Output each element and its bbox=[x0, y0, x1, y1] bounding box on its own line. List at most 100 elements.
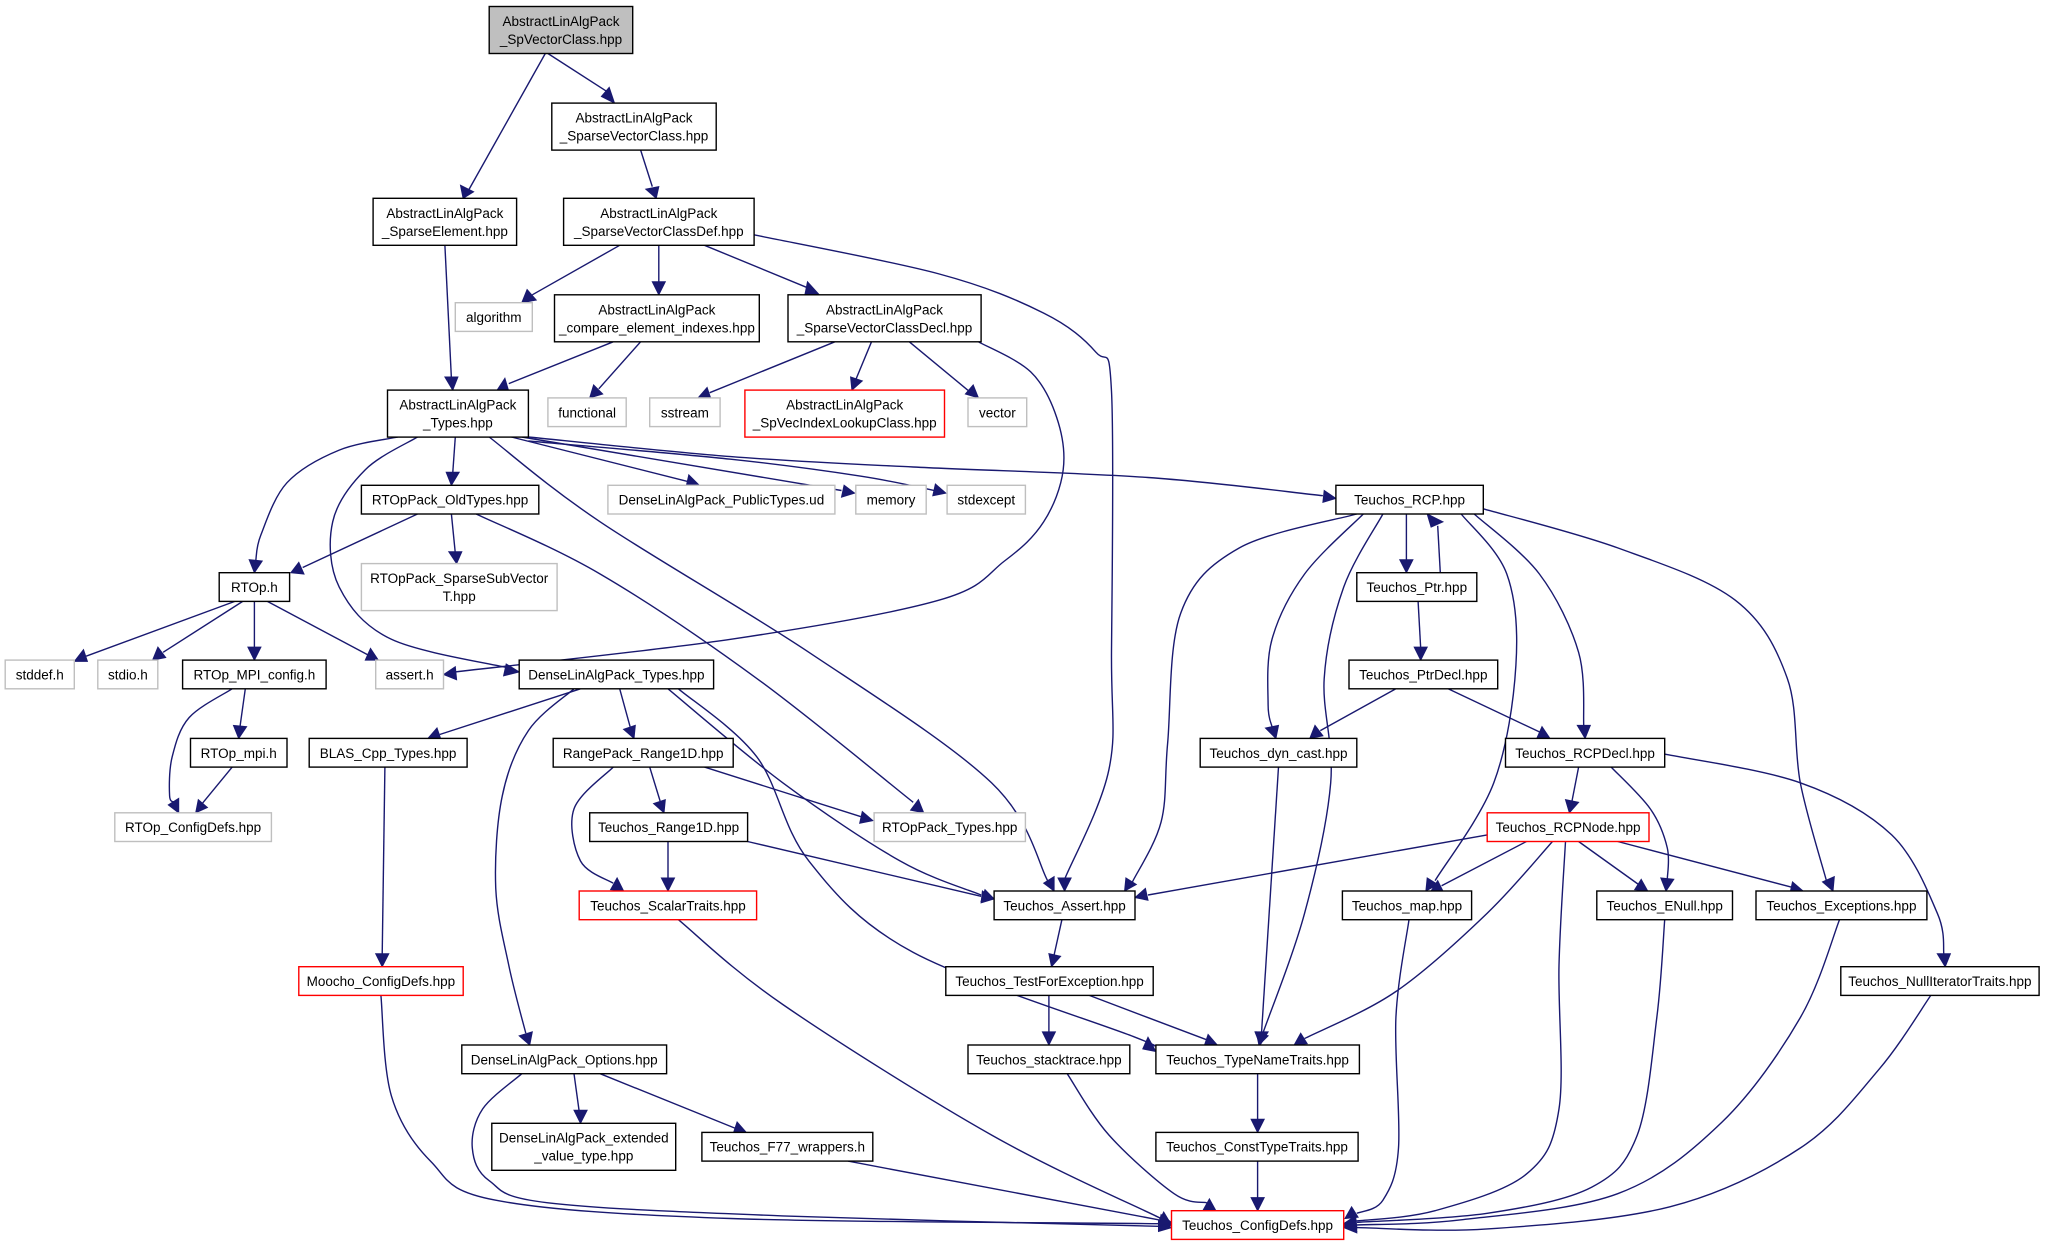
node-dlaext[interactable]: DenseLinAlgPack_extended_value_type.hpp bbox=[491, 1122, 677, 1172]
edge-rcpnode-to-tassert bbox=[1133, 834, 1488, 901]
edge-arrowhead bbox=[1426, 513, 1445, 528]
node-func: functional bbox=[547, 397, 627, 428]
node-stdexcept: stdexcept bbox=[946, 484, 1027, 515]
node-svc[interactable]: AbstractLinAlgPack_SparseVectorClass.hpp bbox=[551, 102, 717, 151]
node-label: _SpVectorClass.hpp bbox=[499, 32, 622, 47]
edge-ptrdecl-to-rcpdecl bbox=[1447, 688, 1551, 739]
edge-line bbox=[1356, 919, 1410, 1214]
node-map[interactable]: Teuchos_map.hpp bbox=[1341, 890, 1473, 921]
edge-ptr-to-ptrdecl bbox=[1413, 601, 1429, 662]
edge-rcpnode-to-tnt bbox=[1293, 841, 1554, 1046]
node-ptr[interactable]: Teuchos_Ptr.hpp bbox=[1356, 572, 1478, 603]
edge-line bbox=[239, 688, 246, 727]
edge-cei-to-types bbox=[496, 341, 614, 392]
node-mpicfg[interactable]: RTOp_MPI_config.h bbox=[181, 659, 327, 690]
edge-line bbox=[1664, 753, 1945, 956]
node-label: _Types.hpp bbox=[422, 416, 493, 431]
node-blas[interactable]: BLAS_Cpp_Types.hpp bbox=[308, 737, 468, 768]
node-box bbox=[552, 737, 734, 768]
edge-line bbox=[302, 513, 418, 569]
node-rcpdecl[interactable]: Teuchos_RCPDecl.hpp bbox=[1504, 737, 1666, 768]
edge-arrowhead bbox=[445, 471, 461, 487]
node-dyncast[interactable]: Teuchos_dyn_cast.hpp bbox=[1199, 737, 1358, 768]
node-label: Teuchos_RCPNode.hpp bbox=[1496, 820, 1641, 835]
node-dlaopt[interactable]: DenseLinAlgPack_Options.hpp bbox=[461, 1044, 668, 1075]
node-box bbox=[993, 890, 1136, 921]
edge-line bbox=[1304, 841, 1554, 1040]
node-label: T.hpp bbox=[443, 589, 476, 604]
node-stack[interactable]: Teuchos_stacktrace.hpp bbox=[967, 1044, 1131, 1075]
node-exc[interactable]: Teuchos_Exceptions.hpp bbox=[1755, 890, 1928, 921]
edge-rcpdecl-to-enull bbox=[1610, 766, 1675, 893]
node-sel[interactable]: AbstractLinAlgPack_SparseElement.hpp bbox=[372, 197, 518, 247]
node-trange[interactable]: Teuchos_Range1D.hpp bbox=[589, 812, 749, 843]
node-box bbox=[1348, 659, 1499, 690]
edge-arrowhead bbox=[232, 724, 248, 740]
node-box bbox=[787, 294, 982, 343]
node-box bbox=[372, 197, 518, 247]
edge-arrowhead bbox=[73, 648, 89, 662]
node-box bbox=[189, 737, 288, 768]
edge-line bbox=[380, 995, 1159, 1225]
node-dlatypes[interactable]: DenseLinAlgPack_Types.hpp bbox=[518, 659, 715, 690]
node-cei[interactable]: AbstractLinAlgPack_compare_element_index… bbox=[553, 294, 761, 343]
edge-arrowhead bbox=[1157, 1213, 1173, 1228]
node-label: Teuchos_dyn_cast.hpp bbox=[1209, 746, 1347, 761]
edge-arrowhead bbox=[1344, 1205, 1359, 1220]
node-label: AbstractLinAlgPack bbox=[502, 14, 619, 29]
node-types[interactable]: AbstractLinAlgPack_Types.hpp bbox=[386, 389, 530, 438]
node-svcdef[interactable]: AbstractLinAlgPack_SparseVectorClassDef.… bbox=[562, 197, 755, 247]
node-enull[interactable]: Teuchos_ENull.hpp bbox=[1596, 890, 1734, 921]
node-dlapt: DenseLinAlgPack_PublicTypes.ud bbox=[607, 484, 836, 515]
edge-arrowhead bbox=[1250, 1118, 1266, 1134]
node-box bbox=[1155, 1131, 1359, 1162]
edge-arrowhead bbox=[1250, 1197, 1266, 1212]
node-rtoph[interactable]: RTOp.h bbox=[218, 572, 291, 603]
edge-line bbox=[528, 440, 935, 492]
edge-arrowhead bbox=[502, 663, 521, 677]
edge-types-to-tassert bbox=[488, 436, 1055, 892]
node-box bbox=[1170, 1209, 1345, 1241]
node-ctt[interactable]: Teuchos_ConstTypeTraits.hpp bbox=[1155, 1131, 1359, 1162]
node-mooch[interactable]: Moocho_ConfigDefs.hpp bbox=[298, 966, 464, 997]
node-root[interactable]: AbstractLinAlgPack _SpVectorClass.hpp bbox=[488, 5, 634, 55]
node-box bbox=[1504, 737, 1666, 768]
node-tcfg[interactable]: Teuchos_ConfigDefs.hpp bbox=[1170, 1209, 1345, 1241]
edge-arrowhead bbox=[850, 376, 864, 392]
node-box bbox=[1840, 966, 2040, 997]
node-range1d[interactable]: RangePack_Range1D.hpp bbox=[552, 737, 734, 768]
node-tnt[interactable]: Teuchos_TypeNameTraits.hpp bbox=[1155, 1044, 1361, 1075]
edge-arrowhead bbox=[1413, 646, 1429, 662]
edge-arrowhead bbox=[247, 646, 262, 662]
node-rtopold[interactable]: RTOpPack_OldTypes.hpp bbox=[360, 484, 540, 515]
node-rcpnode[interactable]: Teuchos_RCPNode.hpp bbox=[1486, 812, 1650, 843]
node-tassert[interactable]: Teuchos_Assert.hpp bbox=[993, 890, 1136, 921]
node-nit[interactable]: Teuchos_NullIteratorTraits.hpp bbox=[1840, 966, 2040, 997]
node-f77[interactable]: Teuchos_F77_wrappers.h bbox=[701, 1131, 874, 1162]
node-svcdecl[interactable]: AbstractLinAlgPack_SparseVectorClassDecl… bbox=[787, 294, 982, 343]
edge-tfe-to-tnt bbox=[1089, 994, 1219, 1047]
node-box bbox=[308, 737, 468, 768]
node-label: AbstractLinAlgPack bbox=[386, 206, 503, 221]
node-label: _SparseVectorClass.hpp bbox=[559, 129, 709, 144]
node-scalar[interactable]: Teuchos_ScalarTraits.hpp bbox=[578, 890, 758, 921]
node-mpi[interactable]: RTOp_mpi.h bbox=[189, 737, 288, 768]
node-spvil[interactable]: AbstractLinAlgPack_SpVecIndexLookupClass… bbox=[744, 389, 946, 438]
node-label: RTOp.h bbox=[231, 580, 278, 595]
edge-rtoph-to-assert bbox=[267, 600, 380, 661]
node-box bbox=[1341, 890, 1473, 921]
node-rcp[interactable]: Teuchos_RCP.hpp bbox=[1335, 484, 1485, 515]
edge-blas-to-mooch bbox=[374, 767, 390, 968]
edge-line bbox=[847, 1160, 1159, 1221]
edge-arrowhead bbox=[1576, 724, 1592, 740]
node-label: RTOpPack_OldTypes.hpp bbox=[372, 493, 528, 508]
edge-arrowhead bbox=[622, 724, 636, 740]
edge-arrowhead bbox=[932, 483, 947, 497]
node-tfe[interactable]: Teuchos_TestForException.hpp bbox=[945, 966, 1154, 997]
node-label: RTOp_mpi.h bbox=[201, 746, 277, 761]
edge-arrowhead bbox=[1142, 1036, 1157, 1053]
node-label: Teuchos_ConstTypeTraits.hpp bbox=[1166, 1140, 1348, 1155]
edge-arrowhead bbox=[1821, 875, 1835, 893]
edge-line bbox=[168, 688, 233, 803]
node-ptrdecl[interactable]: Teuchos_PtrDecl.hpp bbox=[1348, 659, 1499, 690]
